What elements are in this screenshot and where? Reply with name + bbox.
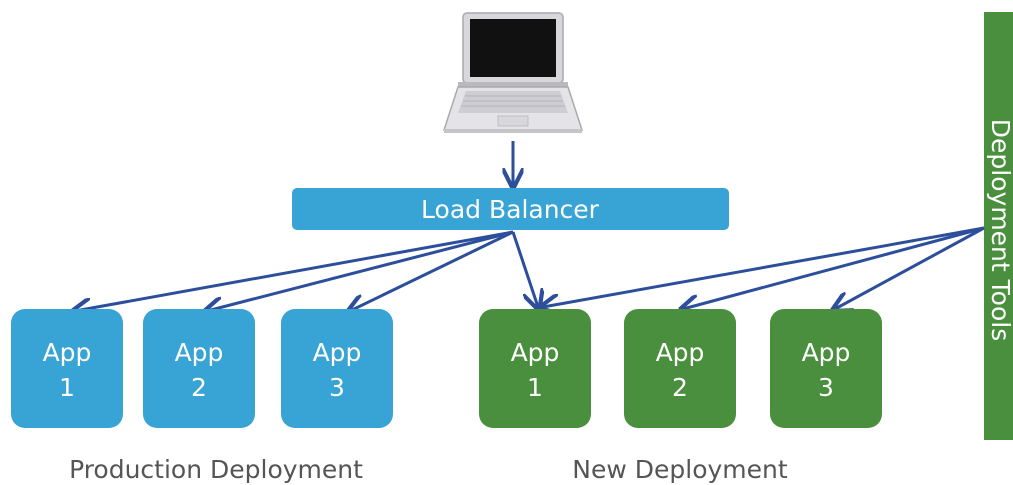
app-label: App xyxy=(43,338,92,367)
laptop-icon xyxy=(442,12,584,133)
arrow-lb-to-prod-app-3 xyxy=(350,230,514,311)
app-number: 1 xyxy=(527,373,543,402)
deployment-tools-label: Deployment Tools xyxy=(986,119,1013,341)
deployment-tools: Deployment Tools xyxy=(984,12,1013,440)
app-number: 3 xyxy=(818,373,834,402)
new-app-1: App 1 xyxy=(479,309,591,428)
arrow-lb-to-new-app-1 xyxy=(511,231,538,307)
app-number: 1 xyxy=(59,373,75,402)
app-label: App xyxy=(802,338,851,367)
app-label: App xyxy=(511,338,560,367)
load-balancer-label: Load Balancer xyxy=(421,195,600,224)
arrow-tools-to-new-app-3 xyxy=(835,226,985,309)
app-label: App xyxy=(656,338,705,367)
arrow-lb-to-prod-app-2 xyxy=(207,230,514,311)
app-number: 2 xyxy=(191,373,207,402)
app-number: 3 xyxy=(329,373,345,402)
production-app-1: App 1 xyxy=(11,309,123,428)
production-app-2: App 2 xyxy=(143,309,255,428)
production-deployment-caption: Production Deployment xyxy=(69,455,363,484)
new-deployment-caption: New Deployment xyxy=(572,455,788,484)
new-app-3: App 3 xyxy=(770,309,882,428)
app-label: App xyxy=(313,338,362,367)
production-app-3: App 3 xyxy=(281,309,393,428)
app-label: App xyxy=(175,338,224,367)
arrow-tools-to-new-app-2 xyxy=(683,226,985,309)
load-balancer: Load Balancer xyxy=(292,188,729,230)
arrow-lb-to-prod-app-1 xyxy=(75,230,514,311)
new-app-2: App 2 xyxy=(624,309,736,428)
arrow-tools-to-new-app-1 xyxy=(543,226,985,307)
app-number: 2 xyxy=(672,373,688,402)
